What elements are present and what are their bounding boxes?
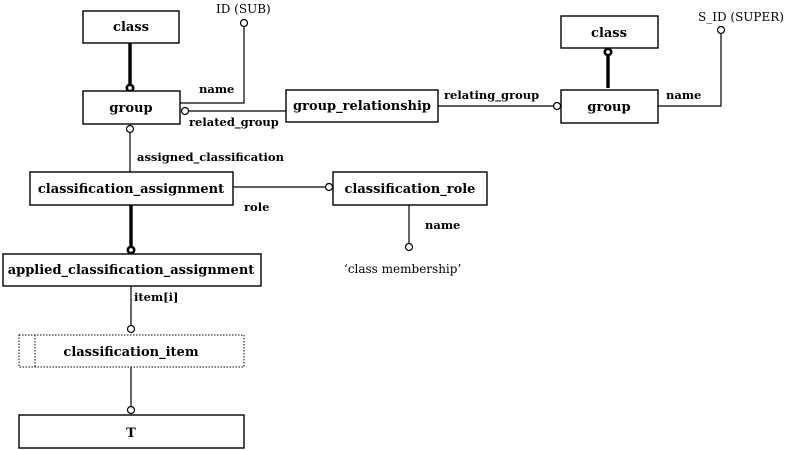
entity-group-left-label: group: [109, 101, 152, 116]
entity-classification-assignment[interactable]: classification_assignment: [29, 171, 234, 206]
type-classification-item-label: classification_item: [63, 345, 198, 360]
entity-group-relationship[interactable]: group_relationship: [285, 89, 439, 123]
s-id-super-end-circle: [716, 25, 726, 35]
label-role: role: [244, 200, 269, 214]
item-t-end-circle: [126, 405, 136, 415]
label-name-left: name: [199, 82, 234, 96]
item-i-end-circle: [126, 324, 136, 334]
ca-applied-end-circle: [126, 245, 136, 255]
class-group-left-end-circle: [125, 83, 135, 93]
label-related-group: related_group: [189, 115, 279, 130]
s-id-super-link: [658, 34, 722, 107]
role-name-end-circle: [404, 242, 414, 252]
entity-class-left-label: class: [113, 20, 149, 35]
label-class-membership: ‘class membership’: [344, 262, 461, 276]
label-id-sub: ID (SUB): [216, 2, 271, 16]
label-assigned-classification: assigned_classification: [137, 150, 285, 165]
entity-group-relationship-label: group_relationship: [293, 99, 431, 114]
id-sub-end-circle: [239, 18, 249, 28]
label-relating-group: relating_group: [444, 88, 539, 103]
class-group-right-end-circle: [603, 47, 613, 57]
type-classification-item[interactable]: classification_item: [18, 334, 245, 368]
label-s-id-super: S_ID (SUPER): [698, 10, 784, 24]
entity-applied-classification-assignment[interactable]: applied_classification_assignment: [2, 253, 262, 287]
entity-class-right-label: class: [591, 26, 627, 41]
role-end-circle: [324, 182, 334, 192]
entity-applied-classification-assignment-label: applied_classification_assignment: [8, 263, 255, 278]
id-sub-link: [180, 27, 245, 104]
relating-group-end-circle: [552, 101, 562, 111]
entity-classification-role[interactable]: classification_role: [332, 171, 488, 206]
entity-t[interactable]: T: [18, 414, 245, 449]
entity-classification-assignment-label: classification_assignment: [38, 182, 224, 197]
label-name-right: name: [666, 88, 701, 102]
entity-class-left[interactable]: class: [82, 10, 180, 44]
assigned-classification-end-circle: [125, 124, 135, 134]
entity-class-right[interactable]: class: [560, 15, 659, 49]
label-name-role: name: [425, 218, 460, 232]
related-group-end-circle: [180, 106, 190, 116]
entity-group-left[interactable]: group: [82, 90, 181, 125]
entity-group-right[interactable]: group: [560, 89, 659, 124]
entity-t-label: T: [126, 426, 136, 441]
entity-classification-role-label: classification_role: [345, 182, 476, 197]
entity-group-right-label: group: [587, 100, 630, 115]
label-item-i: item[i]: [134, 290, 178, 304]
